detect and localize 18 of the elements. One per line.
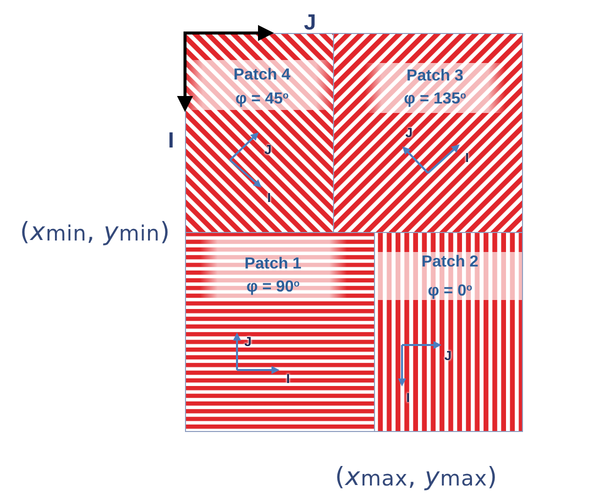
axis-label: I [168,128,174,152]
axis-label: I [465,151,469,165]
axis-label: I [286,372,290,386]
patch-title: Patch 1 [244,256,302,274]
striped-patch [185,232,375,432]
axis-label: I [406,391,410,405]
angle-label: φ = 90$^{o}$ [246,280,300,296]
striped-patch [374,232,523,432]
axis-label: I [267,191,271,205]
patch-title: Patch 4 [234,68,290,84]
patch-title: Patch 3 [406,68,464,86]
striped-patch [185,33,334,233]
patch-title: Patch 2 [422,254,478,272]
angle-label: φ = 135$^{o}$ [404,92,466,108]
striped-patch [333,33,523,233]
axis-label: J [304,10,316,34]
angle-label: φ = 45$^{o}$ [235,92,289,108]
angle-label: φ = 0$^{o}$ [428,284,472,300]
